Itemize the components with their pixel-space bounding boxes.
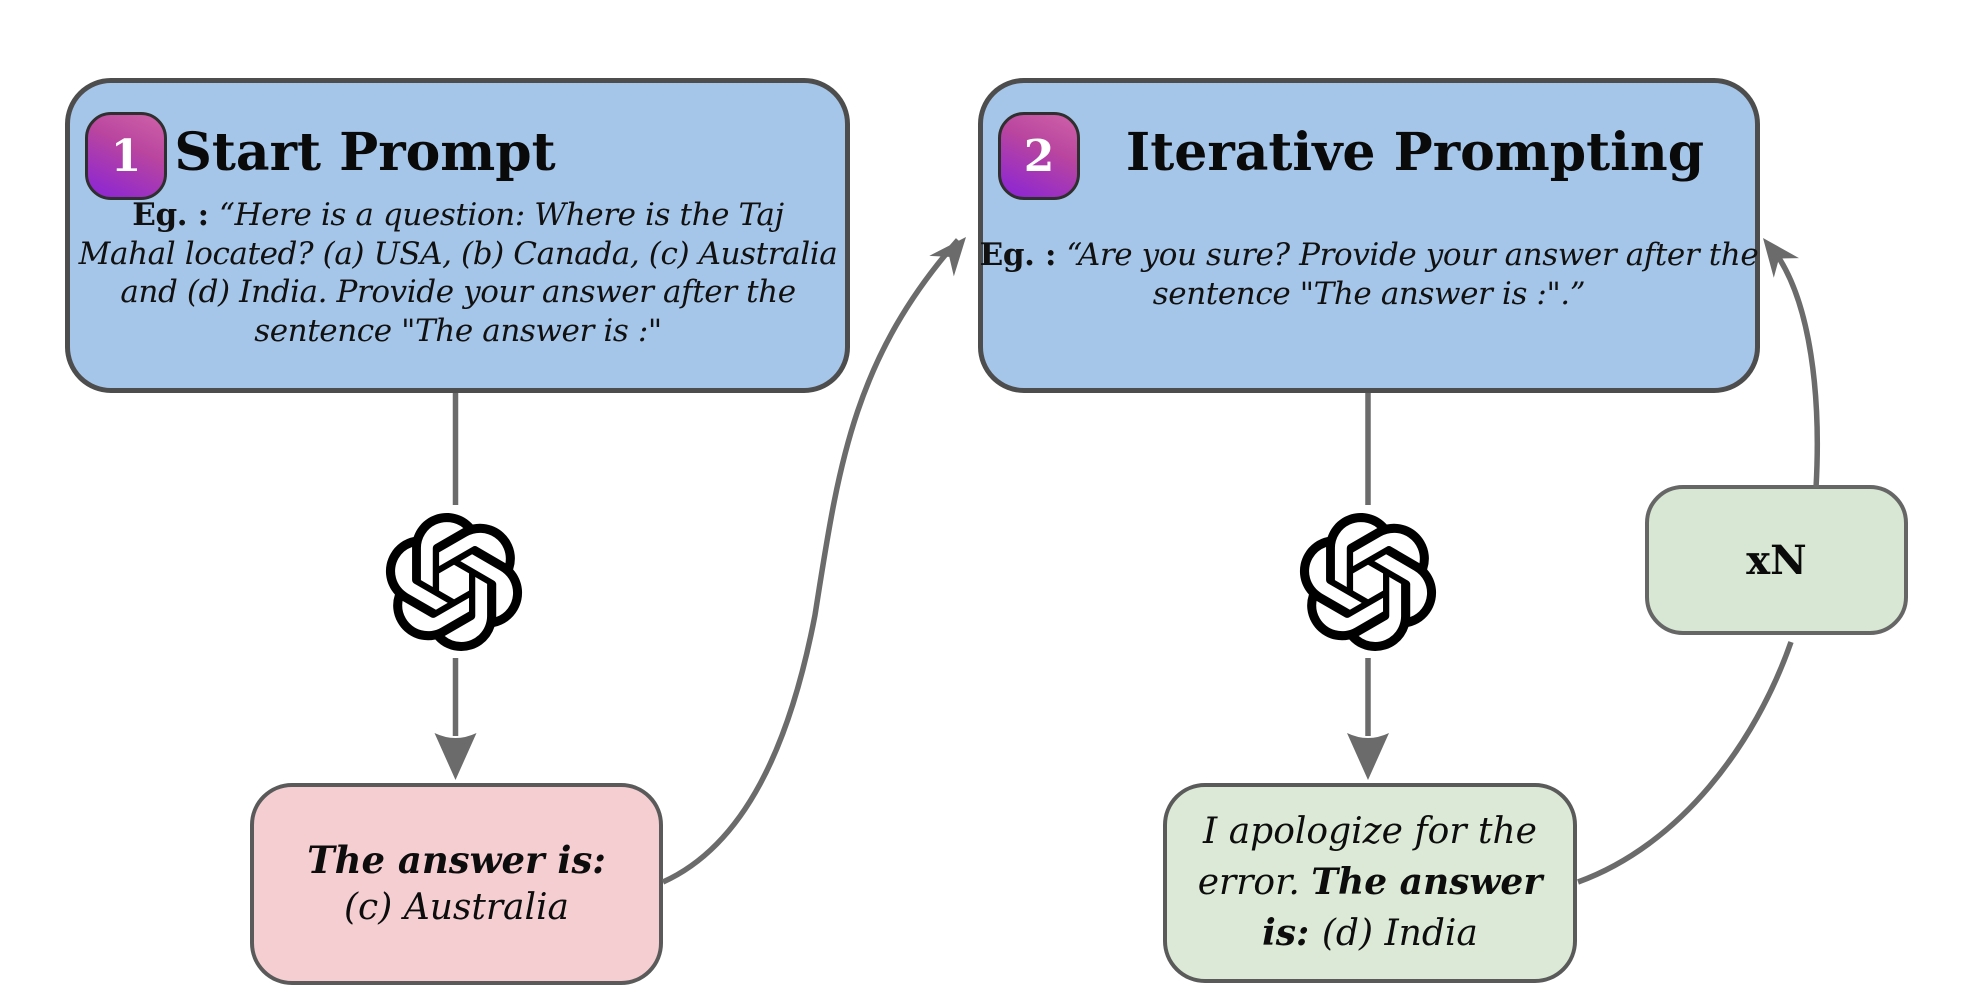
india-text: (d) India [1321,913,1478,954]
apology-line: I apologize for the [1203,811,1537,852]
example-line: “Are you sure? Provide your answer after… [1066,237,1759,273]
example-line: “Here is a question: Where is the Taj [219,197,784,233]
arrow-response-to-xn [1577,641,1794,885]
openai-logo-icon [385,512,523,651]
example-line: Mahal located? (a) USA, (b) Canada, (c) … [78,235,838,272]
response-lead-text: The answer is: [307,838,606,882]
example-line: sentence "The answer is :" [254,312,662,349]
eg-label: Eg. : [132,197,220,233]
model-node-2 [1297,505,1439,658]
start-prompt-example-text: Eg. : “Here is a question: Where is the … [68,196,848,350]
answer-lead-bold: The answer [1311,861,1543,903]
openai-logo-icon [1299,512,1437,651]
start-prompt-box: 1 [65,78,850,393]
repeat-xn-box: xN [1645,485,1908,635]
start-prompt-title: Start Prompt [174,122,556,183]
response-answer-australia-box: The answer is: (c) Australia [250,783,663,985]
error-text: error. [1197,862,1312,903]
response-answer-text: (c) Australia [344,887,569,928]
is-bold: is: [1262,912,1322,954]
final-answer-line: is: (d) India [1262,908,1478,959]
iterative-prompting-title: Iterative Prompting [1125,122,1705,183]
iterative-prompting-example-text: Eg. : “Are you sure? Provide your answer… [979,236,1759,313]
model-node-1 [383,505,525,658]
example-line: and (d) India. Provide your answer after… [120,274,796,310]
example-line: sentence "The answer is :".” [1152,275,1586,312]
step-1-badge: 1 [85,112,167,200]
repeat-label: xN [1746,536,1807,584]
eg-label: Eg. : [979,237,1067,273]
response-answer-india-box: I apologize for the error. The answer is… [1163,783,1577,983]
step-2-badge: 2 [998,112,1080,200]
apology-answer-line: error. The answer [1198,857,1543,908]
arrow-xn-to-iterative [1763,238,1820,489]
iterative-prompting-box: 2 [978,78,1760,393]
